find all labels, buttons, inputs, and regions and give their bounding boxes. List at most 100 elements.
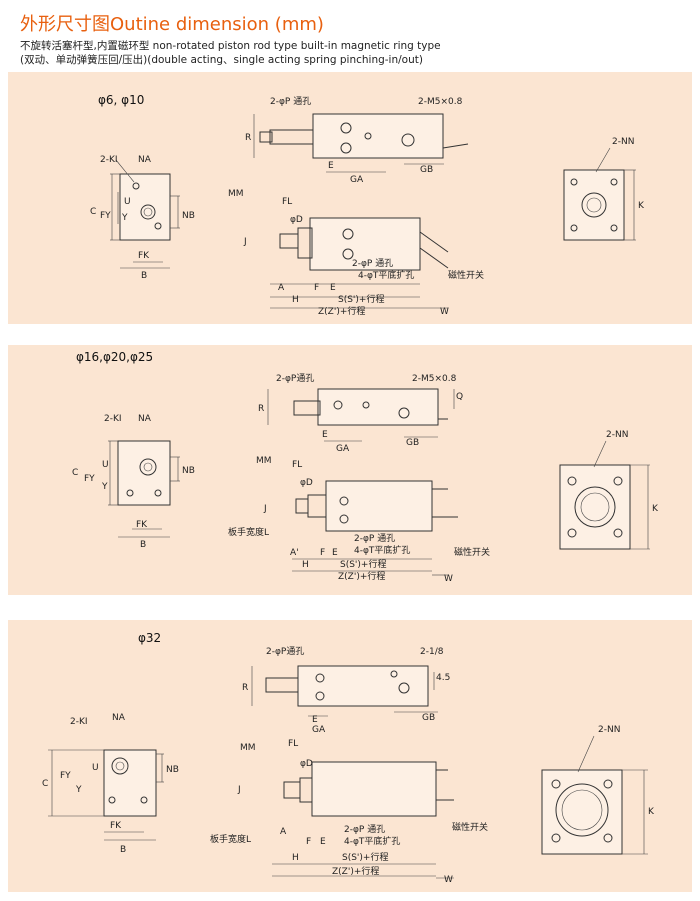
label-ki: 2-KI bbox=[100, 155, 118, 165]
label-na: NA bbox=[138, 414, 152, 424]
dimension-drawing-2: φ16,φ20,φ25 2-KI NA C FY Y U NB FK B 2-φ… bbox=[72, 350, 659, 584]
label-r: R bbox=[242, 683, 248, 693]
label-e-side: E bbox=[330, 283, 336, 293]
label-a: A' bbox=[290, 548, 299, 558]
label-b: B bbox=[141, 271, 147, 281]
label-ga: GA bbox=[312, 725, 326, 735]
label-m5: 2-M5×0.8 bbox=[418, 97, 463, 107]
label-e-side: E bbox=[320, 837, 326, 847]
label-fy: FY bbox=[60, 771, 71, 781]
label-p-hole: 2-φP通孔 bbox=[266, 646, 304, 657]
label-m5: 2-M5×0.8 bbox=[412, 374, 457, 384]
label-nb: NB bbox=[182, 211, 195, 221]
label-nb: NB bbox=[166, 765, 179, 775]
size-label: φ6, φ10 bbox=[98, 93, 144, 107]
rear-view bbox=[541, 735, 648, 855]
panel-size-6-10: φ6, φ10 2-KI NA C FY Y U NB FK B 2-φP 通孔… bbox=[8, 72, 692, 324]
label-d: φD bbox=[290, 215, 303, 225]
size-label: φ32 bbox=[138, 631, 161, 645]
label-f: F bbox=[320, 548, 325, 558]
label-p-hole: 2-φP通孔 bbox=[276, 373, 314, 384]
label-d: φD bbox=[300, 759, 313, 769]
top-view bbox=[267, 388, 455, 442]
rear-view bbox=[559, 440, 650, 550]
label-u: U bbox=[102, 460, 109, 470]
label-magnet-switch: 磁性开关 bbox=[452, 821, 488, 833]
rear-view bbox=[563, 147, 636, 241]
label-fk: FK bbox=[138, 251, 150, 261]
end-view bbox=[108, 440, 180, 538]
label-fl: FL bbox=[282, 197, 292, 207]
label-gb: GB bbox=[406, 438, 419, 448]
label-y: Y bbox=[75, 785, 82, 795]
label-j: J bbox=[243, 237, 247, 247]
label-4-5: 4.5 bbox=[436, 673, 450, 683]
label-fl: FL bbox=[288, 739, 298, 749]
dimension-drawing-1: φ6, φ10 2-KI NA C FY Y U NB FK B 2-φP 通孔… bbox=[90, 93, 645, 317]
label-fy: FY bbox=[100, 211, 111, 221]
dimension-drawing-3: φ32 2-KI NA C FY Y U NB FK B 2-φP通孔 2-1/… bbox=[42, 631, 655, 885]
label-nn: 2-NN bbox=[612, 137, 634, 147]
label-s-stroke: S(S')+行程 bbox=[338, 293, 384, 305]
label-ki: 2-KI bbox=[104, 414, 122, 424]
label-t-hole: 4-φT平底扩孔 bbox=[344, 835, 400, 847]
label-gb: GB bbox=[422, 713, 435, 723]
label-w: W bbox=[444, 574, 453, 584]
side-view bbox=[292, 480, 458, 576]
label-z-stroke: Z(Z')+行程 bbox=[338, 570, 385, 582]
label-e: E bbox=[328, 161, 334, 171]
label-fk: FK bbox=[110, 821, 122, 831]
label-c: C bbox=[72, 468, 78, 478]
label-h: H bbox=[292, 295, 299, 305]
label-port: 2-1/8 bbox=[420, 647, 444, 657]
label-nn: 2-NN bbox=[598, 725, 620, 735]
label-na: NA bbox=[138, 155, 152, 165]
label-j: J bbox=[263, 504, 267, 514]
label-y: Y bbox=[121, 213, 128, 223]
label-mm: MM bbox=[228, 189, 244, 199]
label-gb: GB bbox=[420, 165, 433, 175]
label-p-hole-side: 2-φP 通孔 bbox=[354, 533, 395, 544]
label-y: Y bbox=[101, 482, 108, 492]
label-mm: MM bbox=[256, 456, 272, 466]
label-j: J bbox=[237, 785, 241, 795]
size-label: φ16,φ20,φ25 bbox=[76, 350, 153, 364]
label-e: E bbox=[312, 715, 318, 725]
label-nb: NB bbox=[182, 466, 195, 476]
label-k: K bbox=[648, 807, 655, 817]
label-c: C bbox=[90, 207, 96, 217]
label-r: R bbox=[245, 133, 251, 143]
label-w: W bbox=[444, 875, 453, 885]
label-magnet-switch: 磁性开关 bbox=[454, 546, 490, 558]
label-wrench-width: 板手宽度L bbox=[210, 833, 251, 845]
side-view bbox=[270, 217, 449, 309]
label-b: B bbox=[140, 540, 146, 550]
label-a: A bbox=[278, 283, 285, 293]
label-s-stroke: S(S')+行程 bbox=[342, 851, 388, 863]
label-nn: 2-NN bbox=[606, 430, 628, 440]
top-view bbox=[253, 113, 469, 173]
label-mm: MM bbox=[240, 743, 256, 753]
label-e-side: E bbox=[332, 548, 338, 558]
label-a: A bbox=[280, 827, 287, 837]
label-p-hole: 2-φP 通孔 bbox=[270, 96, 311, 107]
label-c: C bbox=[42, 779, 48, 789]
page-title: 外形尺寸图Outine dimension (mm) bbox=[20, 14, 324, 35]
label-f: F bbox=[306, 837, 311, 847]
label-z-stroke: Z(Z')+行程 bbox=[332, 865, 379, 877]
label-k: K bbox=[652, 504, 659, 514]
label-f: F bbox=[314, 283, 319, 293]
label-fy: FY bbox=[84, 474, 95, 484]
label-z-stroke: Z(Z')+行程 bbox=[318, 305, 365, 317]
label-q: Q bbox=[456, 392, 463, 402]
label-s-stroke: S(S')+行程 bbox=[340, 558, 386, 570]
label-fk: FK bbox=[136, 520, 148, 530]
label-e: E bbox=[322, 430, 328, 440]
label-h: H bbox=[302, 560, 309, 570]
label-t-hole: 4-φT平底扩孔 bbox=[354, 544, 410, 556]
label-ga: GA bbox=[350, 175, 364, 185]
subtitle-line-1: 不旋转活塞杆型,内置磁环型 non-rotated piston rod typ… bbox=[20, 40, 441, 52]
label-na: NA bbox=[112, 713, 126, 723]
label-d: φD bbox=[300, 478, 313, 488]
label-fl: FL bbox=[292, 460, 302, 470]
